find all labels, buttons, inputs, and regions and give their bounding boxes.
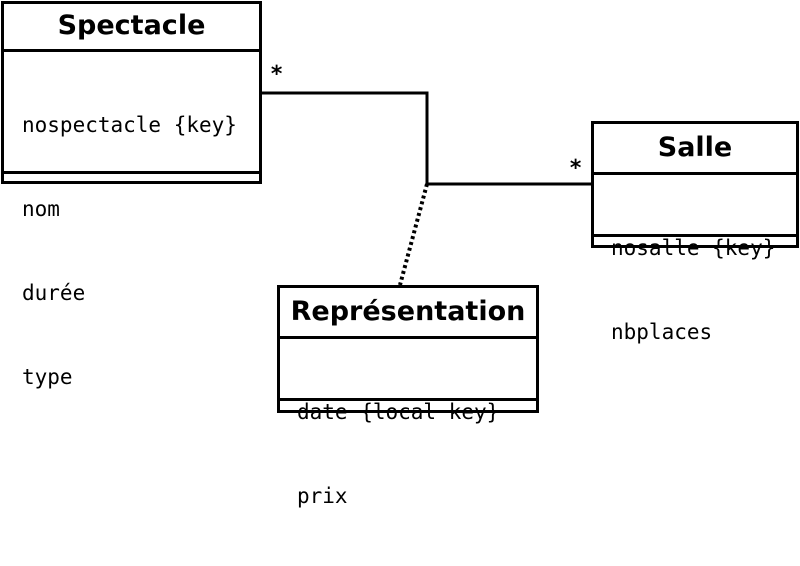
association-line bbox=[262, 91, 591, 186]
association-class-link bbox=[398, 183, 429, 286]
multiplicity-spectacle: * bbox=[270, 62, 284, 87]
attributes-salle: nosalle {key} nbplaces bbox=[594, 175, 796, 344]
attribute-type: type bbox=[22, 365, 73, 389]
class-name-salle: Salle bbox=[594, 124, 796, 175]
attribute-nom: nom bbox=[22, 197, 60, 221]
class-name-representation: Représentation bbox=[280, 288, 536, 339]
attribute-prix: prix bbox=[297, 484, 348, 508]
attribute-nbplaces: nbplaces bbox=[611, 320, 713, 344]
attribute-duree: durée bbox=[22, 281, 86, 305]
multiplicity-salle: * bbox=[569, 156, 583, 181]
attribute-nospectacle: nospectacle {key} bbox=[22, 113, 237, 137]
class-name-spectacle: Spectacle bbox=[4, 4, 259, 52]
attribute-date: date {local key} bbox=[297, 400, 500, 424]
class-salle[interactable]: Salle nosalle {key} nbplaces bbox=[591, 121, 799, 344]
class-spectacle[interactable]: Spectacle nospectacle {key} nom durée ty… bbox=[1, 1, 262, 389]
connectors-layer bbox=[262, 91, 591, 286]
attributes-representation: date {local key} prix bbox=[280, 339, 536, 508]
attribute-nosalle: nosalle {key} bbox=[611, 236, 776, 260]
class-representation[interactable]: Représentation date {local key} prix bbox=[277, 285, 539, 508]
attributes-spectacle: nospectacle {key} nom durée type bbox=[4, 52, 259, 389]
